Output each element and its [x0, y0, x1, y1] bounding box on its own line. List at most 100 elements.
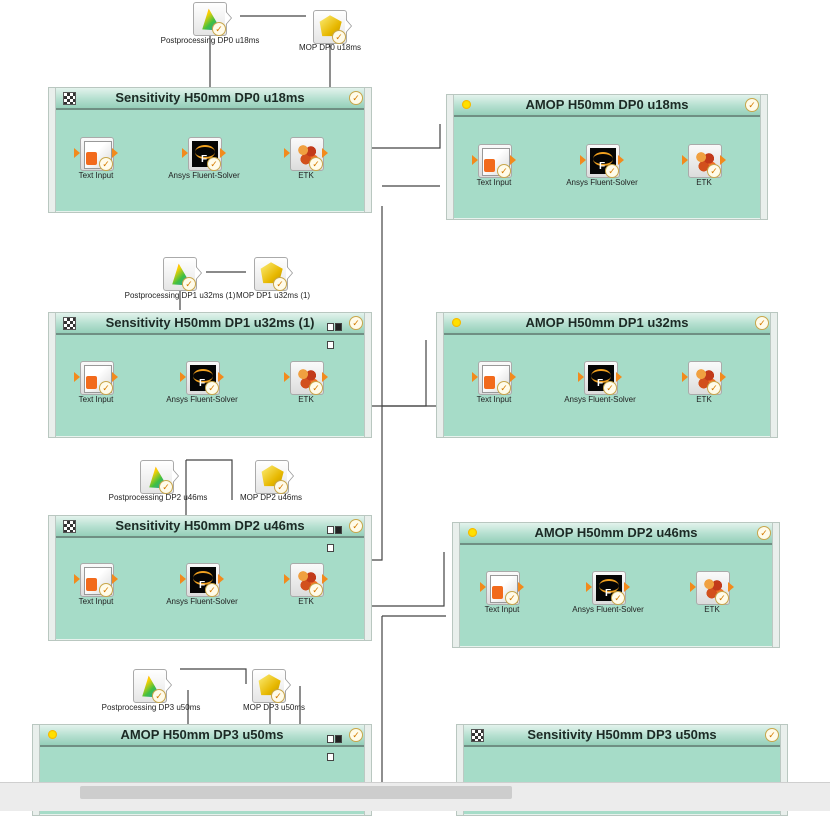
- sun-icon: [47, 729, 58, 740]
- text-input-node[interactable]: ✓: [74, 137, 118, 171]
- mop-node[interactable]: ✓: [252, 669, 290, 703]
- check-icon: ✓: [349, 316, 363, 330]
- etk-node[interactable]: ✓: [284, 137, 328, 171]
- etk-node[interactable]: ✓: [682, 144, 726, 178]
- input-port: [284, 372, 290, 382]
- system-header[interactable]: [447, 95, 767, 117]
- right-edge: [364, 516, 371, 640]
- system-header[interactable]: [33, 725, 371, 747]
- scrollbar-thumb[interactable]: [80, 786, 512, 799]
- etk-node[interactable]: ✓: [690, 571, 734, 605]
- etk-node[interactable]: ✓: [284, 361, 328, 395]
- node-label: Postprocessing DP2 u46ms: [108, 493, 208, 502]
- system-header[interactable]: [437, 313, 777, 335]
- system-header[interactable]: [49, 516, 371, 538]
- check-icon: ✓: [207, 157, 221, 171]
- system-title: Sensitivity H50mm DP2 u46ms: [115, 518, 305, 533]
- check-icon: ✓: [715, 591, 729, 605]
- postprocessing-node[interactable]: ✓: [163, 257, 201, 291]
- node-label: Postprocessing DP3 u50ms: [101, 703, 201, 712]
- mop-node[interactable]: ✓: [254, 257, 292, 291]
- right-edge: [364, 88, 371, 212]
- input-port: [180, 574, 186, 584]
- checker-icon: [63, 520, 76, 533]
- system-header[interactable]: [453, 523, 779, 545]
- mop-node[interactable]: ✓: [255, 460, 293, 494]
- system-title: AMOP H50mm DP1 u32ms: [525, 315, 689, 330]
- fluent-solver-node[interactable]: ✓: [580, 144, 624, 178]
- fluent-solver-node[interactable]: ✓: [578, 361, 622, 395]
- system-header[interactable]: [49, 313, 371, 335]
- left-edge: [49, 516, 56, 640]
- check-icon: ✓: [497, 164, 511, 178]
- window-state-icons[interactable]: [327, 521, 349, 552]
- node-label: Ansys Fluent-Solver: [564, 395, 636, 404]
- fluent-solver-node[interactable]: ✓: [180, 361, 224, 395]
- check-icon: ✓: [309, 381, 323, 395]
- output-port: [195, 266, 201, 280]
- check-icon: ✓: [309, 583, 323, 597]
- text-input-node[interactable]: ✓: [480, 571, 524, 605]
- text-input-node[interactable]: ✓: [74, 563, 118, 597]
- output-port: [218, 574, 224, 584]
- output-port: [518, 582, 524, 592]
- output-port: [112, 574, 118, 584]
- check-icon: ✓: [271, 689, 285, 703]
- node-label: Text Input: [476, 395, 512, 404]
- sun-icon: [461, 99, 472, 110]
- system-title: AMOP H50mm DP3 u50ms: [120, 727, 284, 742]
- check-icon: ✓: [332, 30, 346, 44]
- check-icon: ✓: [182, 277, 196, 291]
- output-port: [112, 372, 118, 382]
- mop-node[interactable]: ✓: [313, 10, 351, 44]
- input-port: [284, 148, 290, 158]
- left-edge: [447, 95, 454, 219]
- input-port: [682, 372, 688, 382]
- text-input-node[interactable]: ✓: [472, 144, 516, 178]
- wire: [180, 668, 247, 684]
- etk-node[interactable]: ✓: [682, 361, 726, 395]
- input-port: [472, 155, 478, 165]
- window-state-icons[interactable]: [327, 318, 349, 349]
- input-port: [480, 582, 486, 592]
- fluent-solver-node[interactable]: ✓: [180, 563, 224, 597]
- output-port: [618, 155, 624, 165]
- output-port: [720, 155, 726, 165]
- output-port: [218, 372, 224, 382]
- left-edge: [33, 725, 40, 815]
- system-header[interactable]: [49, 88, 371, 110]
- output-port: [624, 582, 630, 592]
- node-label: ETK: [696, 178, 712, 187]
- right-edge: [760, 95, 767, 219]
- node-label: Text Input: [78, 395, 114, 404]
- check-icon: ✓: [274, 480, 288, 494]
- node-label: Postprocessing DP1 u32ms (1): [124, 291, 236, 300]
- fluent-solver-node[interactable]: ✓: [586, 571, 630, 605]
- etk-node[interactable]: ✓: [284, 563, 328, 597]
- text-input-node[interactable]: ✓: [472, 361, 516, 395]
- check-icon: ✓: [349, 728, 363, 742]
- postprocessing-node[interactable]: ✓: [133, 669, 171, 703]
- fluent-solver-node[interactable]: ✓: [182, 137, 226, 171]
- system-title: Sensitivity H50mm DP3 u50ms: [527, 727, 717, 742]
- node-label: Ansys Fluent-Solver: [566, 178, 638, 187]
- output-port: [287, 469, 293, 483]
- output-port: [322, 372, 328, 382]
- output-port: [112, 148, 118, 158]
- window-state-icons[interactable]: [327, 730, 349, 761]
- output-port: [165, 678, 171, 692]
- check-icon: ✓: [745, 98, 759, 112]
- node-box: [688, 361, 722, 395]
- checker-icon: [471, 729, 484, 742]
- postprocessing-node[interactable]: ✓: [193, 2, 231, 36]
- right-edge: [364, 725, 371, 815]
- node-box: [584, 361, 618, 395]
- text-input-node[interactable]: ✓: [74, 361, 118, 395]
- check-icon: ✓: [611, 591, 625, 605]
- checker-icon: [63, 317, 76, 330]
- left-edge: [457, 725, 464, 815]
- system-title: AMOP H50mm DP0 u18ms: [525, 97, 689, 112]
- postprocessing-node[interactable]: ✓: [140, 460, 178, 494]
- output-port: [322, 574, 328, 584]
- system-header[interactable]: [457, 725, 787, 747]
